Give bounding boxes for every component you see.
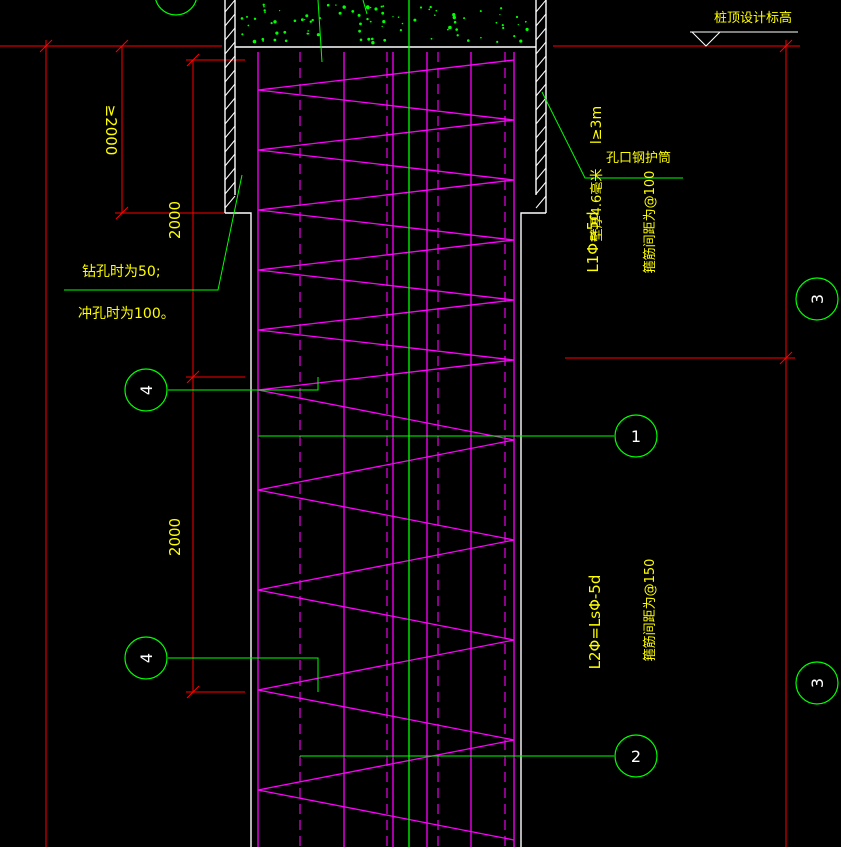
callout-circles	[124, 0, 839, 778]
callout-top-circle	[155, 0, 197, 16]
casing-wall-hatch	[224, 0, 547, 209]
drill-note-leader	[64, 174, 243, 291]
callout-2-text: 2	[631, 747, 641, 766]
casing-leader	[541, 91, 683, 179]
pile-body-left	[225, 212, 252, 847]
spiral-stirrup	[257, 59, 515, 841]
leader-4-upper	[168, 377, 319, 391]
casing-min-dim: ≥2000	[102, 105, 120, 156]
callout-2-circle	[614, 734, 658, 778]
callout-4-upper-circle	[124, 368, 168, 412]
l2-stirrup-label: 箍筋间距为@150	[642, 559, 658, 662]
callout-4-lower-text: 4	[137, 653, 156, 663]
callout-4-lower-circle	[124, 636, 168, 680]
top-elevation-label: 桩顶设计标高	[714, 10, 792, 26]
pile-body-right	[520, 212, 546, 847]
dimension-lines	[0, 39, 800, 847]
callout-3-upper-circle	[795, 277, 839, 321]
concrete-hatch	[232, 0, 546, 47]
punch-note: 冲孔时为100。	[78, 306, 175, 322]
casing-name-label: 孔口钢护筒	[606, 150, 671, 166]
leader-lines	[64, 0, 683, 757]
l1-stirrup-label: 箍筋间距为@100	[642, 171, 658, 274]
pile-outline	[224, 0, 547, 847]
elevation-marker	[690, 31, 798, 47]
casing-wall-label: 壁厚4.6毫米	[589, 169, 605, 242]
dashed-bars	[299, 52, 506, 847]
spiral-stirrup-line	[257, 59, 515, 841]
callout-3-upper-text: 3	[808, 294, 827, 304]
upper-zone-dim: 2000	[166, 201, 184, 239]
callout-1-text: 1	[631, 427, 641, 446]
drill-note: 钻孔时为50;	[82, 264, 161, 280]
lower-zone-dim: 2000	[166, 518, 184, 556]
l2-formula: L2Φ=LsΦ-5d	[586, 575, 604, 670]
callout-3-lower-circle	[795, 661, 839, 705]
callout-1-circle	[614, 414, 658, 458]
main-bars	[257, 52, 515, 847]
callout-4-upper-text: 4	[137, 385, 156, 395]
l1-formula: L1Φ=5d	[584, 211, 602, 272]
reinforcement	[257, 0, 515, 847]
casing-length-label: l≥3m	[589, 106, 605, 144]
leader-4-lower	[168, 657, 319, 692]
callout-3-lower-text: 3	[808, 678, 827, 688]
